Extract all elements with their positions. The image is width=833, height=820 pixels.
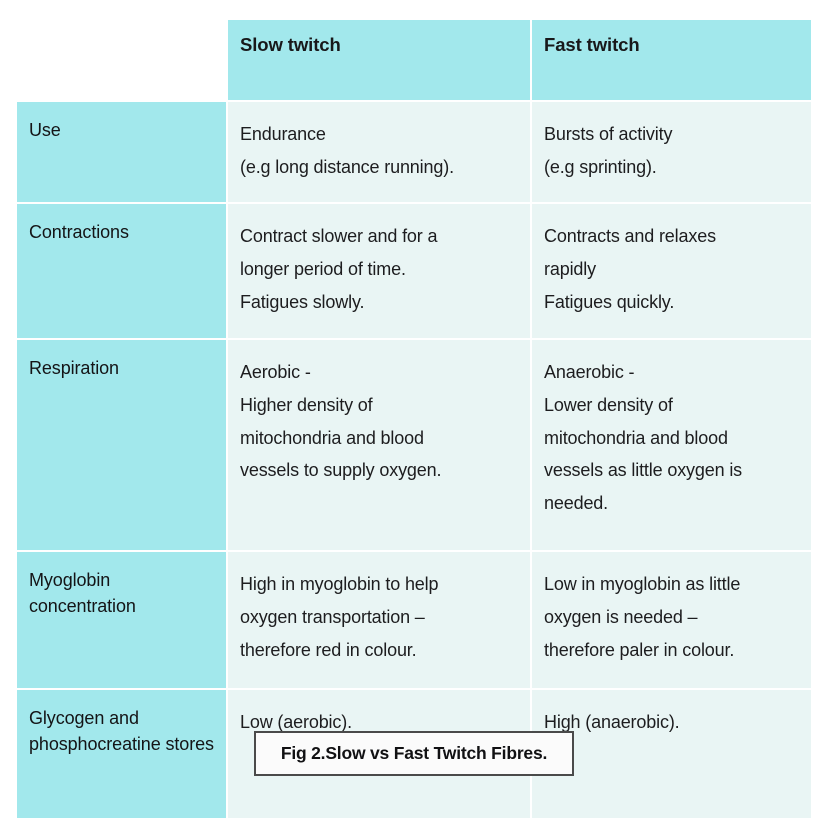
cell-line: rapidly [544,258,596,279]
cell-line: (e.g sprinting). [544,156,657,177]
slow-vs-fast-twitch-table: Slow twitch Fast twitch Use Endurance (e… [15,18,813,820]
cell-line: vessels as little oxygen is [544,460,743,481]
cell-contractions-slow: Contract slower and for a longer period … [228,204,530,338]
figure-caption-text: Fig 2.Slow vs Fast Twitch Fibres. [280,743,548,763]
cell-line: Aerobic - [240,362,311,382]
row-label-glycogen-and-phosphocreatine-stores: Glycogen and phosphocreatine stores [17,690,226,818]
column-header-fast-twitch: Fast twitch [532,20,811,100]
row-label-respiration: Respiration [17,340,226,550]
table-row: Use Endurance (e.g long distance running… [17,102,811,202]
cell-line: Lower density of [544,394,673,415]
cell-myoglobin-fast: Low in myoglobin as little oxygen is nee… [532,552,811,688]
cell-line: High (anaerobic). [544,712,680,732]
cell-line: High in myoglobin to help [240,574,439,594]
cell-line: Contract slower and for a [240,226,438,246]
row-label-myoglobin-concentration: Myoglobin concentration [17,552,226,688]
cell-line: therefore red in colour. [240,639,417,660]
cell-line: Endurance [240,124,326,144]
row-label-use: Use [17,102,226,202]
table-row: Myoglobin concentration High in myoglobi… [17,552,811,688]
cell-line: Contracts and relaxes [544,226,716,246]
table-row: Contractions Contract slower and for a l… [17,204,811,338]
table-header-row: Slow twitch Fast twitch [17,20,811,100]
cell-line: longer period of time. [240,258,406,279]
cell-line: Low (aerobic). [240,712,352,732]
cell-use-slow: Endurance (e.g long distance running). [228,102,530,202]
cell-line: Higher density of [240,394,373,415]
cell-line: oxygen transportation – [240,606,425,627]
cell-use-fast: Bursts of activity (e.g sprinting). [532,102,811,202]
table-row: Respiration Aerobic - Higher density of … [17,340,811,550]
cell-line: mitochondria and blood [240,427,424,448]
figure-caption-box: Fig 2.Slow vs Fast Twitch Fibres. [254,731,574,776]
row-label-contractions: Contractions [17,204,226,338]
cell-contractions-fast: Contracts and relaxes rapidly Fatigues q… [532,204,811,338]
cell-respiration-slow: Aerobic - Higher density of mitochondria… [228,340,530,550]
page-root: Slow twitch Fast twitch Use Endurance (e… [17,20,811,818]
column-header-slow-twitch: Slow twitch [228,20,530,100]
cell-respiration-fast: Anaerobic - Lower density of mitochondri… [532,340,811,550]
cell-line: Low in myoglobin as little [544,574,741,594]
cell-line: therefore paler in colour. [544,639,735,660]
header-corner-blank [17,20,226,100]
cell-line: (e.g long distance running). [240,156,454,177]
cell-line: mitochondria and blood [544,427,728,448]
cell-line: needed. [544,493,609,513]
cell-line: oxygen is needed – [544,606,698,627]
cell-line: vessels to supply oxygen. [240,460,442,481]
cell-line: Fatigues slowly. [240,291,365,312]
cell-myoglobin-slow: High in myoglobin to help oxygen transpo… [228,552,530,688]
cell-line: Bursts of activity [544,124,673,144]
cell-line: Fatigues quickly. [544,291,675,312]
cell-line: Anaerobic - [544,362,635,382]
